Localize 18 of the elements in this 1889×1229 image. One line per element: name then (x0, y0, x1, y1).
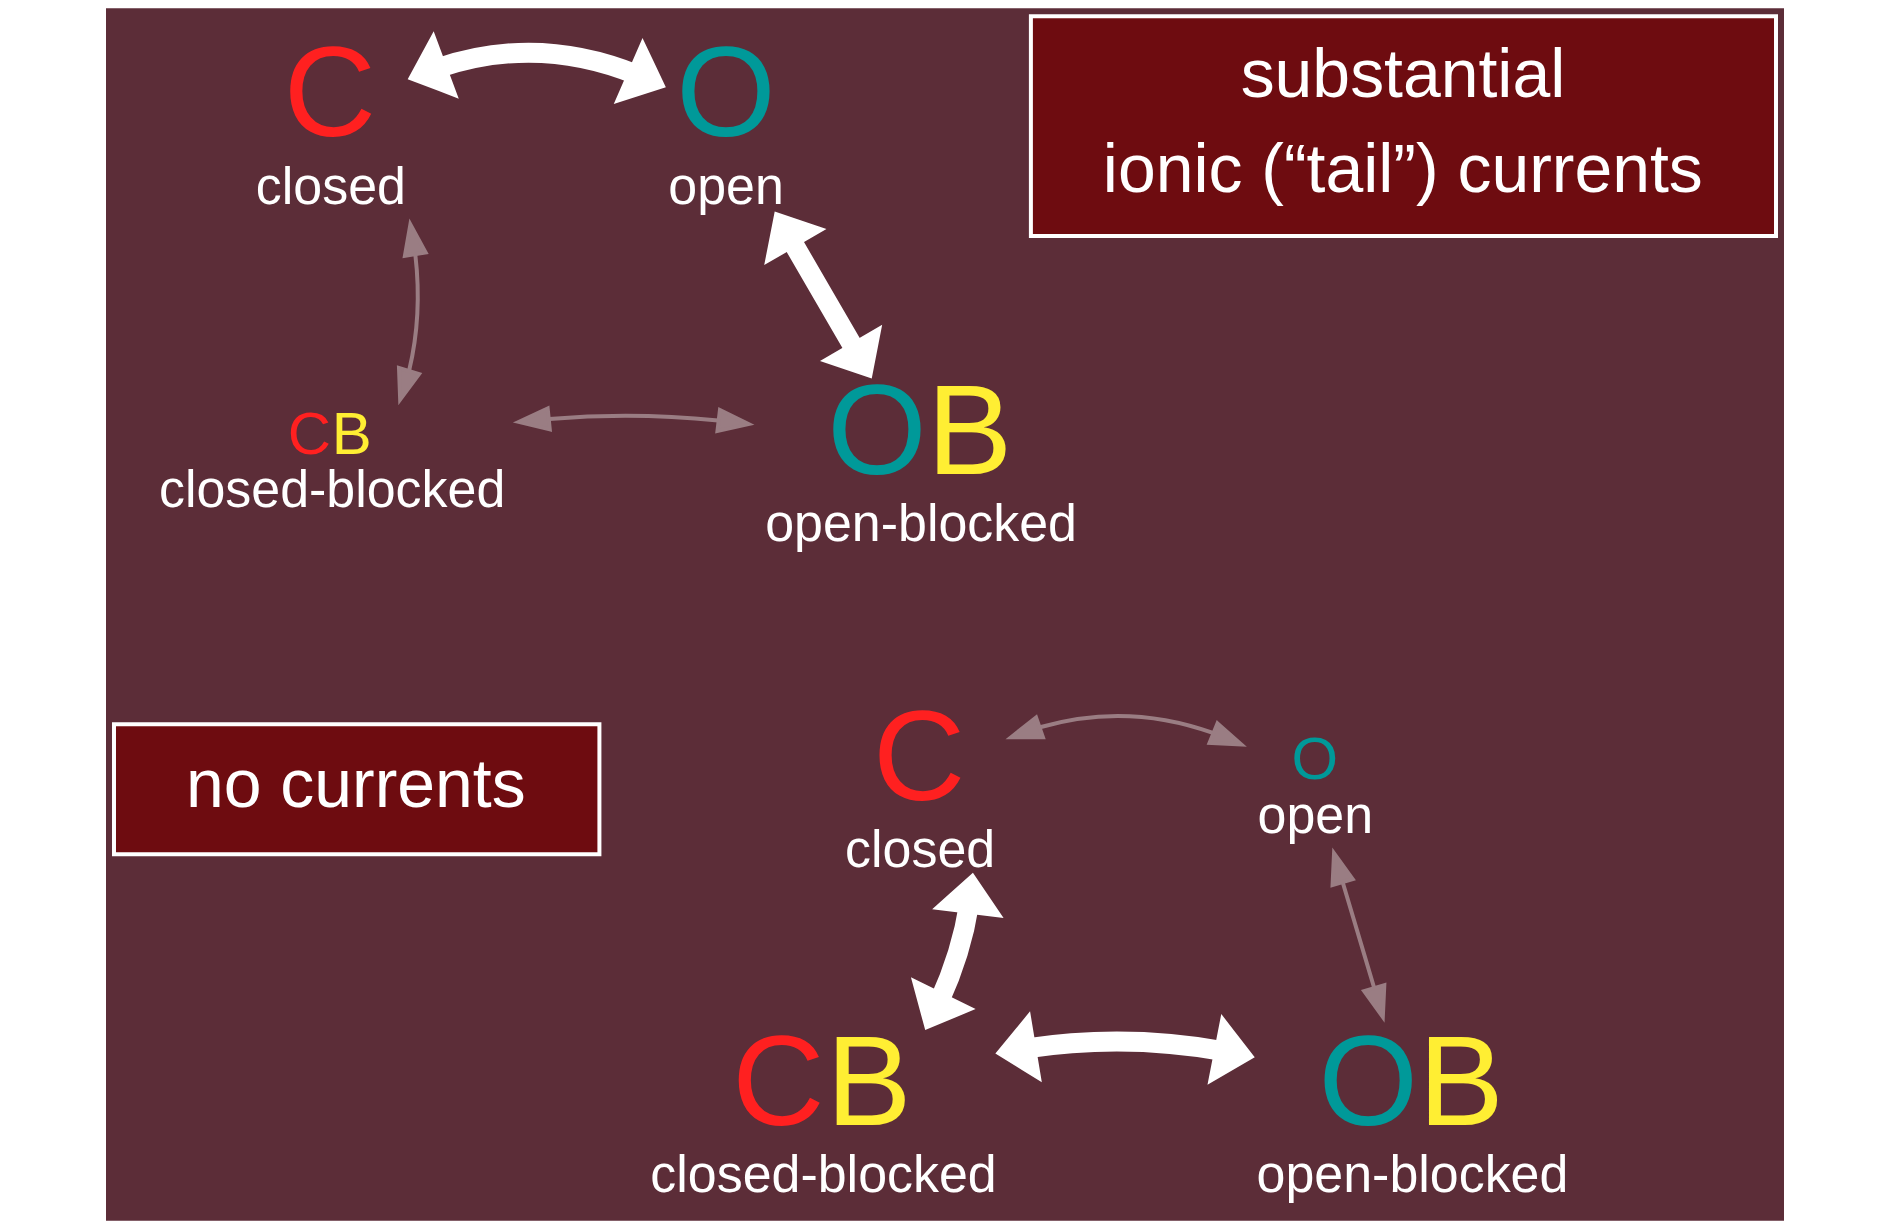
arrow (994, 1011, 1255, 1085)
node-box: no currents (111, 722, 601, 857)
arrow (1329, 847, 1386, 1023)
node-text: O open (667, 20, 784, 215)
arrow (910, 872, 1004, 1031)
arrow (396, 218, 429, 406)
node-text: C closed (844, 683, 995, 878)
node-text: C closed (255, 20, 406, 215)
node-box: substantial ionic (“tail”) currents (1028, 14, 1778, 238)
node-text: OB open-blocked (764, 358, 1077, 553)
node-text: O open (1257, 725, 1373, 844)
node-text: OB open-blocked (1256, 1009, 1568, 1204)
arrow (407, 31, 666, 104)
node-text: CB closed-blocked (158, 399, 505, 519)
node-text: CB closed-blocked (649, 1009, 997, 1204)
arrow (512, 405, 754, 434)
arrow (763, 211, 882, 379)
arrow (1004, 713, 1247, 747)
